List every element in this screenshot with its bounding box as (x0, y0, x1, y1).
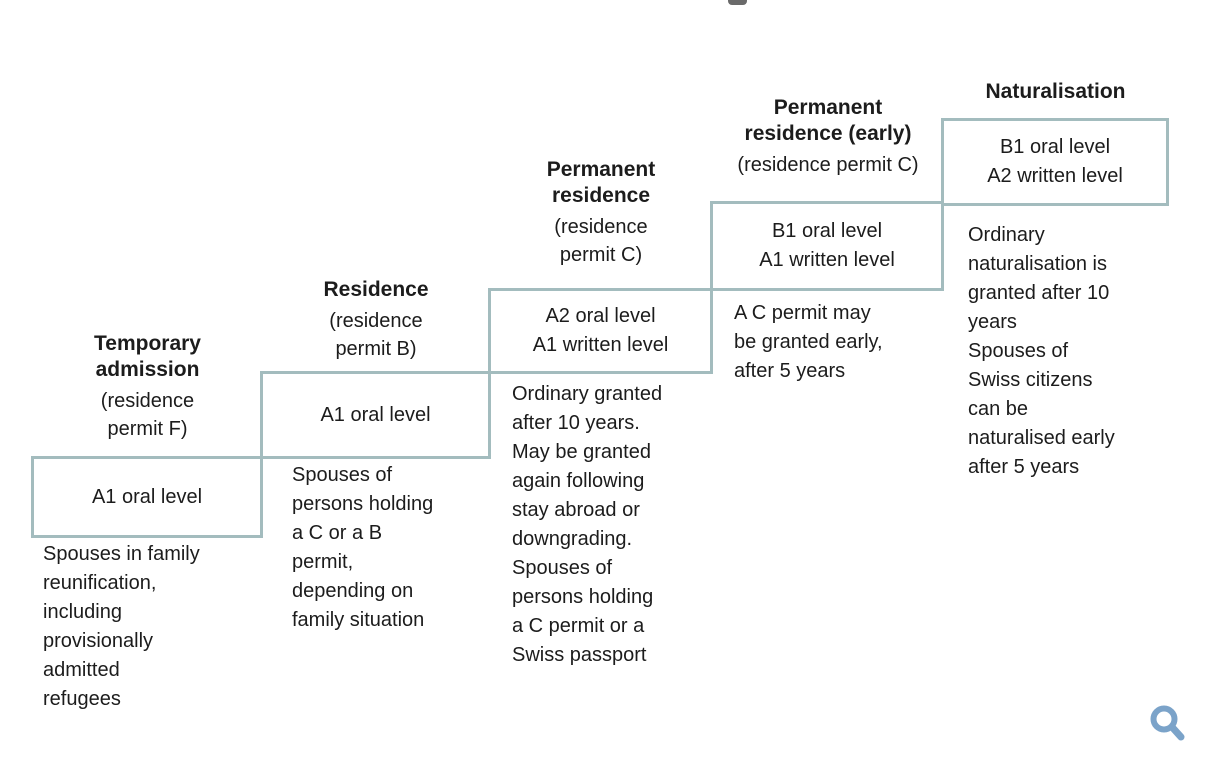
step-header-permanent-residence: Permanent residence (residence permit C) (490, 157, 712, 269)
requirement-text: B1 oral level A2 written level (987, 136, 1123, 187)
requirement-text: A1 oral level (320, 403, 431, 426)
step-title: Temporary admission (94, 332, 201, 381)
step-note-residence: Spouses of persons holding a C or a B pe… (292, 464, 434, 631)
step-subtitle: (residence permit C) (554, 216, 648, 266)
step-title: Naturalisation (985, 80, 1126, 103)
requirement-text: B1 oral level A1 written level (759, 220, 895, 271)
step-subtitle: (residence permit F) (100, 390, 195, 440)
step-header-residence: Residence (residence permit B) (262, 277, 490, 363)
step-note-permanent-residence-early: A C permit may be granted early, after 5… (734, 302, 883, 382)
step-note-temporary-admission: Spouses in family reunification, includi… (43, 543, 200, 710)
magnifier-icon (1150, 705, 1185, 741)
step-header-temporary-admission: Temporary admission (residence permit F) (33, 331, 262, 443)
requirement-text: A2 oral level A1 written level (532, 305, 669, 356)
requirement-box-permanent-residence-early: B1 oral level A1 written level (710, 201, 944, 291)
cropped-text-fragment (728, 0, 747, 5)
step-title: Permanent residence (early) (744, 96, 912, 145)
requirement-box-permanent-residence: A2 oral level A1 written level (488, 288, 713, 374)
requirement-box-temporary-admission: A1 oral level (31, 456, 263, 538)
requirement-box-naturalisation: B1 oral level A2 written level (941, 118, 1169, 206)
step-header-naturalisation: Naturalisation (943, 79, 1168, 105)
step-note-naturalisation: Ordinary naturalisation is granted after… (968, 224, 1115, 478)
requirement-box-residence: A1 oral level (260, 371, 491, 459)
step-title: Residence (323, 278, 429, 301)
step-header-permanent-residence-early: Permanent residence (early) (residence p… (697, 95, 959, 179)
step-subtitle: (residence permit C) (737, 154, 919, 176)
step-title: Permanent residence (546, 158, 656, 207)
step-subtitle: (residence permit B) (329, 310, 423, 360)
requirement-text: A1 oral level (91, 485, 203, 508)
zoom-button[interactable] (1147, 702, 1191, 748)
step-note-permanent-residence: Ordinary granted after 10 years. May be … (512, 383, 663, 666)
